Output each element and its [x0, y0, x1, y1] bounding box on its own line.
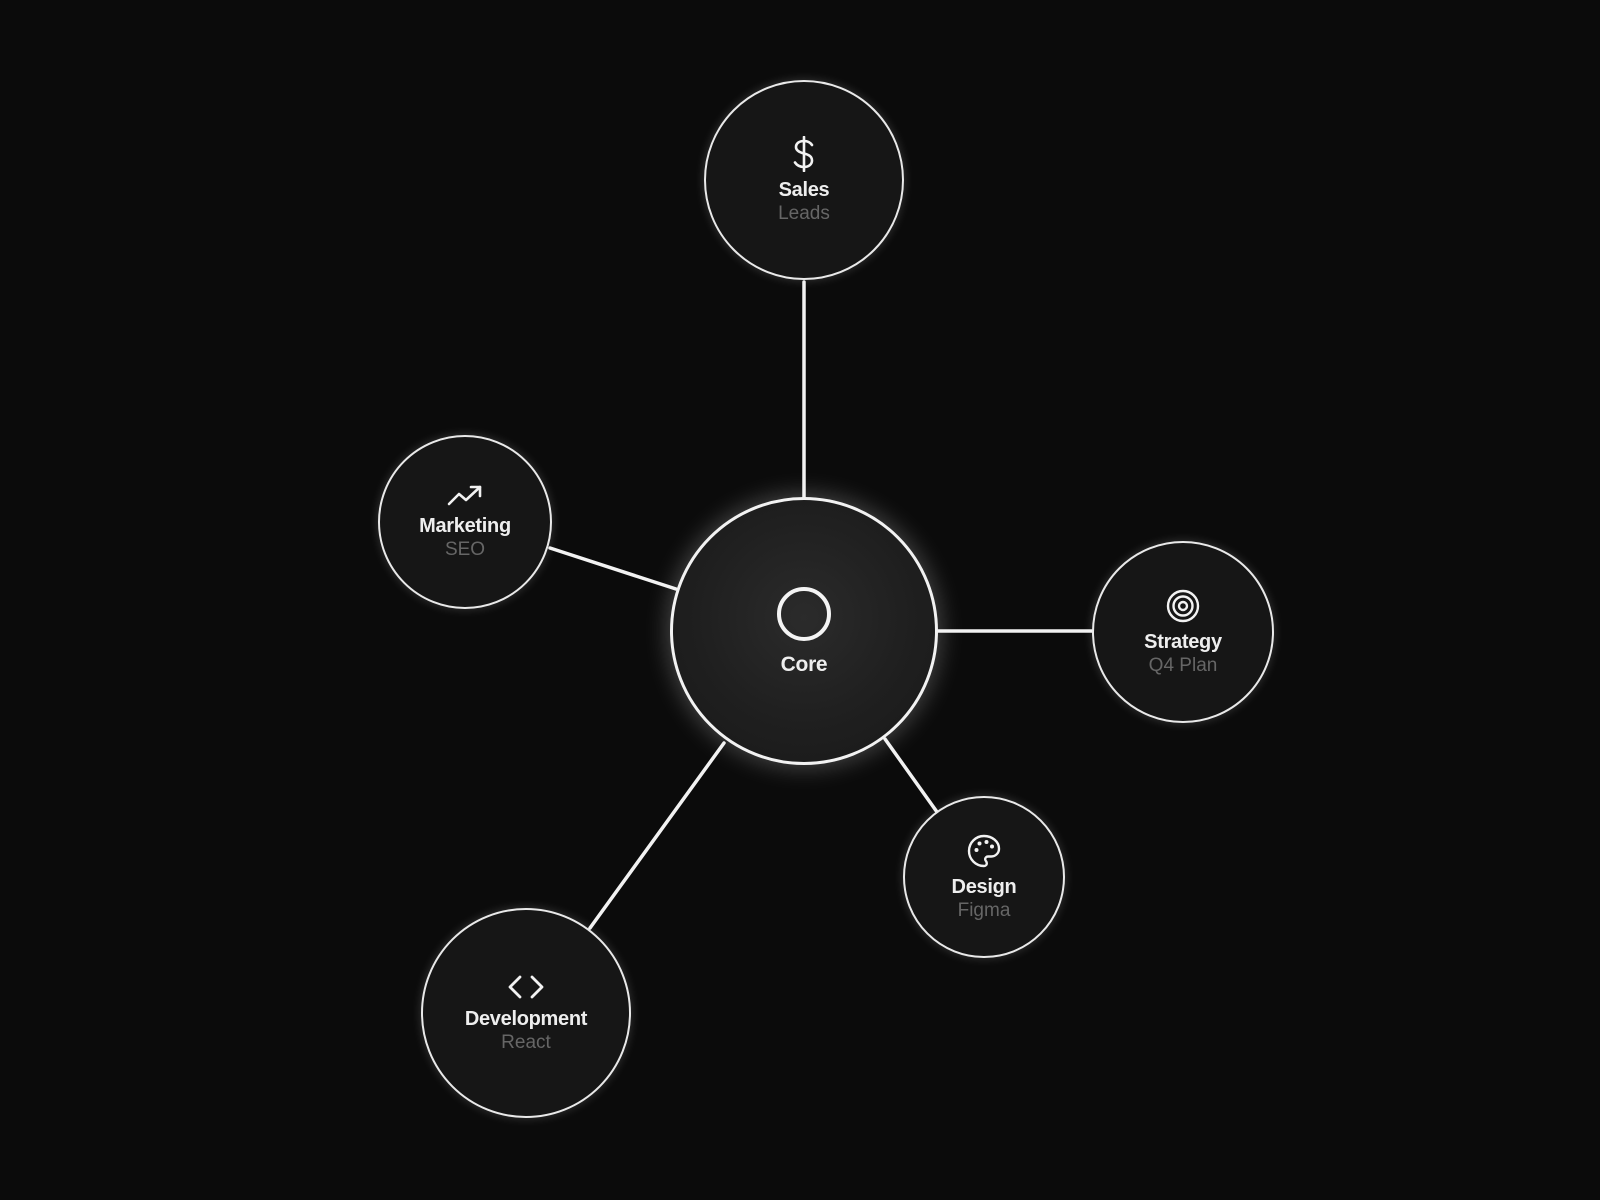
node-sublabel: Figma [957, 899, 1011, 921]
node-core[interactable]: Core [670, 497, 938, 765]
code-icon [508, 975, 544, 998]
node-label: Sales [778, 178, 830, 201]
node-sublabel: Leads [778, 202, 830, 224]
trending-up-icon [447, 485, 482, 505]
core-label: Core [780, 653, 828, 676]
node-design[interactable]: Design Figma [903, 796, 1065, 958]
dollar-icon [793, 135, 814, 172]
link-development [588, 741, 726, 930]
node-label: Strategy [1144, 630, 1222, 653]
node-sublabel: React [501, 1031, 551, 1053]
node-marketing[interactable]: Marketing SEO [378, 435, 552, 609]
node-sublabel: SEO [444, 538, 486, 560]
node-label: Marketing [419, 514, 511, 537]
link-design [883, 737, 939, 814]
node-strategy[interactable]: Strategy Q4 Plan [1092, 541, 1274, 723]
node-label: Design [951, 875, 1017, 898]
target-icon [1166, 589, 1200, 622]
palette-icon [967, 834, 1001, 867]
node-sublabel: Q4 Plan [1148, 654, 1218, 676]
link-marketing [548, 546, 678, 591]
circle-icon [777, 587, 831, 641]
node-label: Development [464, 1007, 588, 1030]
node-sales[interactable]: Sales Leads [704, 80, 904, 280]
node-development[interactable]: Development React [421, 908, 631, 1118]
